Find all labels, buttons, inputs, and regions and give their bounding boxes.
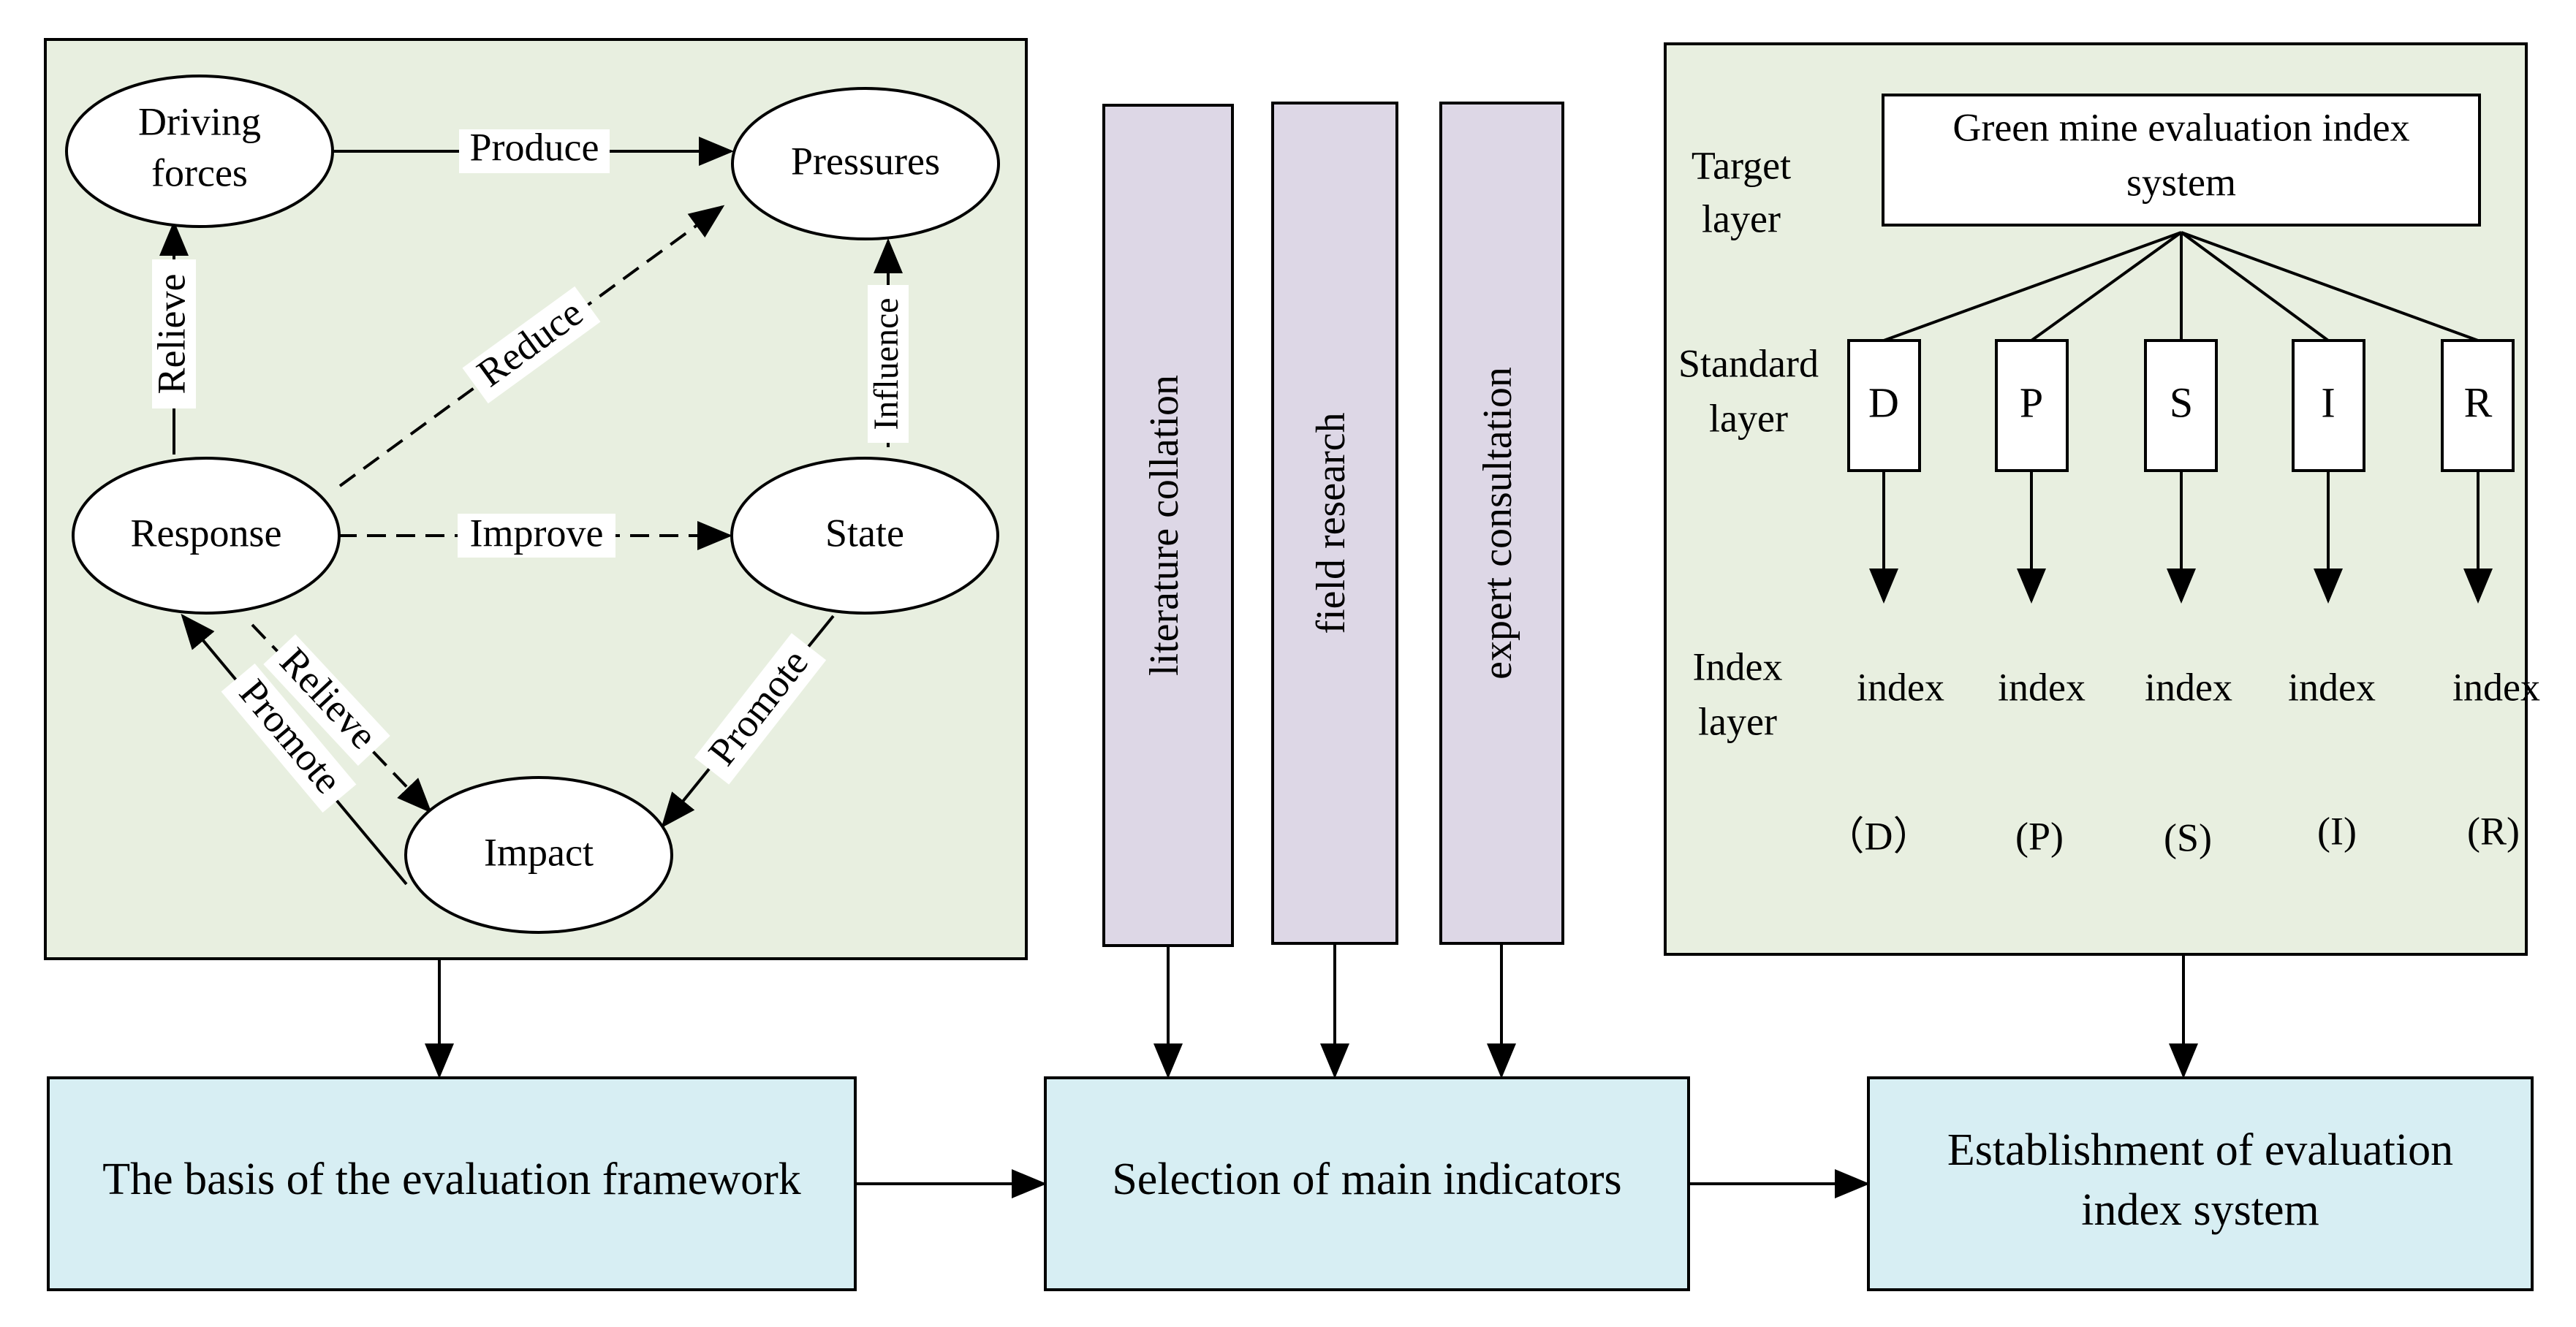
standard-box-s: S bbox=[2144, 339, 2218, 472]
standard-box-i: I bbox=[2292, 339, 2365, 472]
bottom-box-basis: The basis of the evaluation framework bbox=[47, 1076, 857, 1291]
label-influence: Influence bbox=[867, 285, 909, 443]
tree-connectors bbox=[1883, 231, 2479, 342]
svg-text:Establishment of evaluation: Establishment of evaluation bbox=[1947, 1125, 2453, 1175]
index-code-d: （D） bbox=[1825, 814, 1933, 858]
svg-text:R: R bbox=[2464, 379, 2493, 426]
node-pressures: Pressures bbox=[731, 87, 1000, 240]
index-word-s: index bbox=[2145, 665, 2232, 709]
svg-text:field research: field research bbox=[1308, 412, 1354, 634]
standard-box-d: D bbox=[1847, 339, 1921, 472]
index-code-i: (I) bbox=[2317, 809, 2357, 853]
svg-text:D: D bbox=[1868, 379, 1899, 426]
svg-text:P: P bbox=[2020, 379, 2043, 426]
svg-text:index system: index system bbox=[2081, 1185, 2319, 1235]
method-expert-consultation: expert consultation bbox=[1439, 102, 1564, 945]
svg-text:Impact: Impact bbox=[484, 830, 594, 874]
standard-box-r: R bbox=[2441, 339, 2515, 472]
svg-text:Driving: Driving bbox=[138, 99, 261, 143]
svg-text:layer: layer bbox=[1709, 396, 1788, 440]
standard-box-p: P bbox=[1995, 339, 2069, 472]
svg-text:Relieve: Relieve bbox=[149, 274, 193, 395]
standard-layer-label: Standard layer bbox=[1678, 341, 1819, 440]
bottom-box-selection: Selection of main indicators bbox=[1044, 1076, 1690, 1291]
svg-text:system: system bbox=[2126, 160, 2236, 204]
index-word-d: index bbox=[1857, 665, 1944, 709]
svg-text:Produce: Produce bbox=[470, 125, 599, 169]
svg-text:State: State bbox=[825, 511, 904, 555]
vertical-connectors bbox=[425, 943, 2198, 1079]
index-code-p: (P) bbox=[2015, 814, 2064, 858]
svg-text:Pressures: Pressures bbox=[791, 139, 940, 183]
svg-text:literature collation: literature collation bbox=[1142, 375, 1187, 676]
svg-text:layer: layer bbox=[1698, 699, 1777, 743]
node-driving-forces: Driving forces bbox=[65, 75, 334, 228]
label-produce: Produce bbox=[459, 125, 610, 173]
label-improve: Improve bbox=[458, 511, 615, 558]
label-relieve-left: Relieve bbox=[149, 259, 196, 408]
svg-text:Influence: Influence bbox=[867, 297, 906, 430]
bottom-box-establishment: Establishment of evaluation index system bbox=[1867, 1076, 2534, 1291]
svg-text:forces: forces bbox=[151, 151, 248, 194]
node-state: State bbox=[730, 457, 999, 615]
svg-text:The basis of the evaluation fr: The basis of the evaluation framework bbox=[102, 1155, 801, 1204]
method-literature-collation: literature collation bbox=[1102, 104, 1234, 947]
method-field-research: field research bbox=[1271, 102, 1398, 945]
index-layer-label: Index layer bbox=[1693, 645, 1783, 743]
svg-text:expert consultation: expert consultation bbox=[1475, 367, 1520, 680]
svg-text:Green mine evaluation index: Green mine evaluation index bbox=[1952, 105, 2409, 149]
svg-text:Selection of main indicators: Selection of main indicators bbox=[1112, 1155, 1621, 1204]
target-layer-label: Target layer bbox=[1692, 143, 1791, 240]
standard-down-arrows bbox=[1869, 471, 2493, 604]
svg-text:Improve: Improve bbox=[470, 511, 604, 555]
node-response: Response bbox=[72, 457, 341, 615]
svg-text:layer: layer bbox=[1702, 197, 1781, 240]
index-word-p: index bbox=[1998, 665, 2086, 709]
svg-text:Index: Index bbox=[1693, 645, 1783, 688]
index-code-r: (R) bbox=[2467, 809, 2520, 853]
target-box: Green mine evaluation index system bbox=[1882, 94, 2481, 227]
index-word-r: index bbox=[2452, 665, 2540, 709]
svg-text:Standard: Standard bbox=[1678, 341, 1819, 385]
svg-text:I: I bbox=[2321, 379, 2335, 426]
svg-text:S: S bbox=[2170, 379, 2193, 426]
svg-text:Target: Target bbox=[1692, 143, 1791, 187]
node-impact: Impact bbox=[404, 776, 673, 934]
svg-text:Response: Response bbox=[131, 511, 282, 555]
index-code-s: (S) bbox=[2164, 815, 2212, 859]
index-word-i: index bbox=[2288, 665, 2376, 709]
